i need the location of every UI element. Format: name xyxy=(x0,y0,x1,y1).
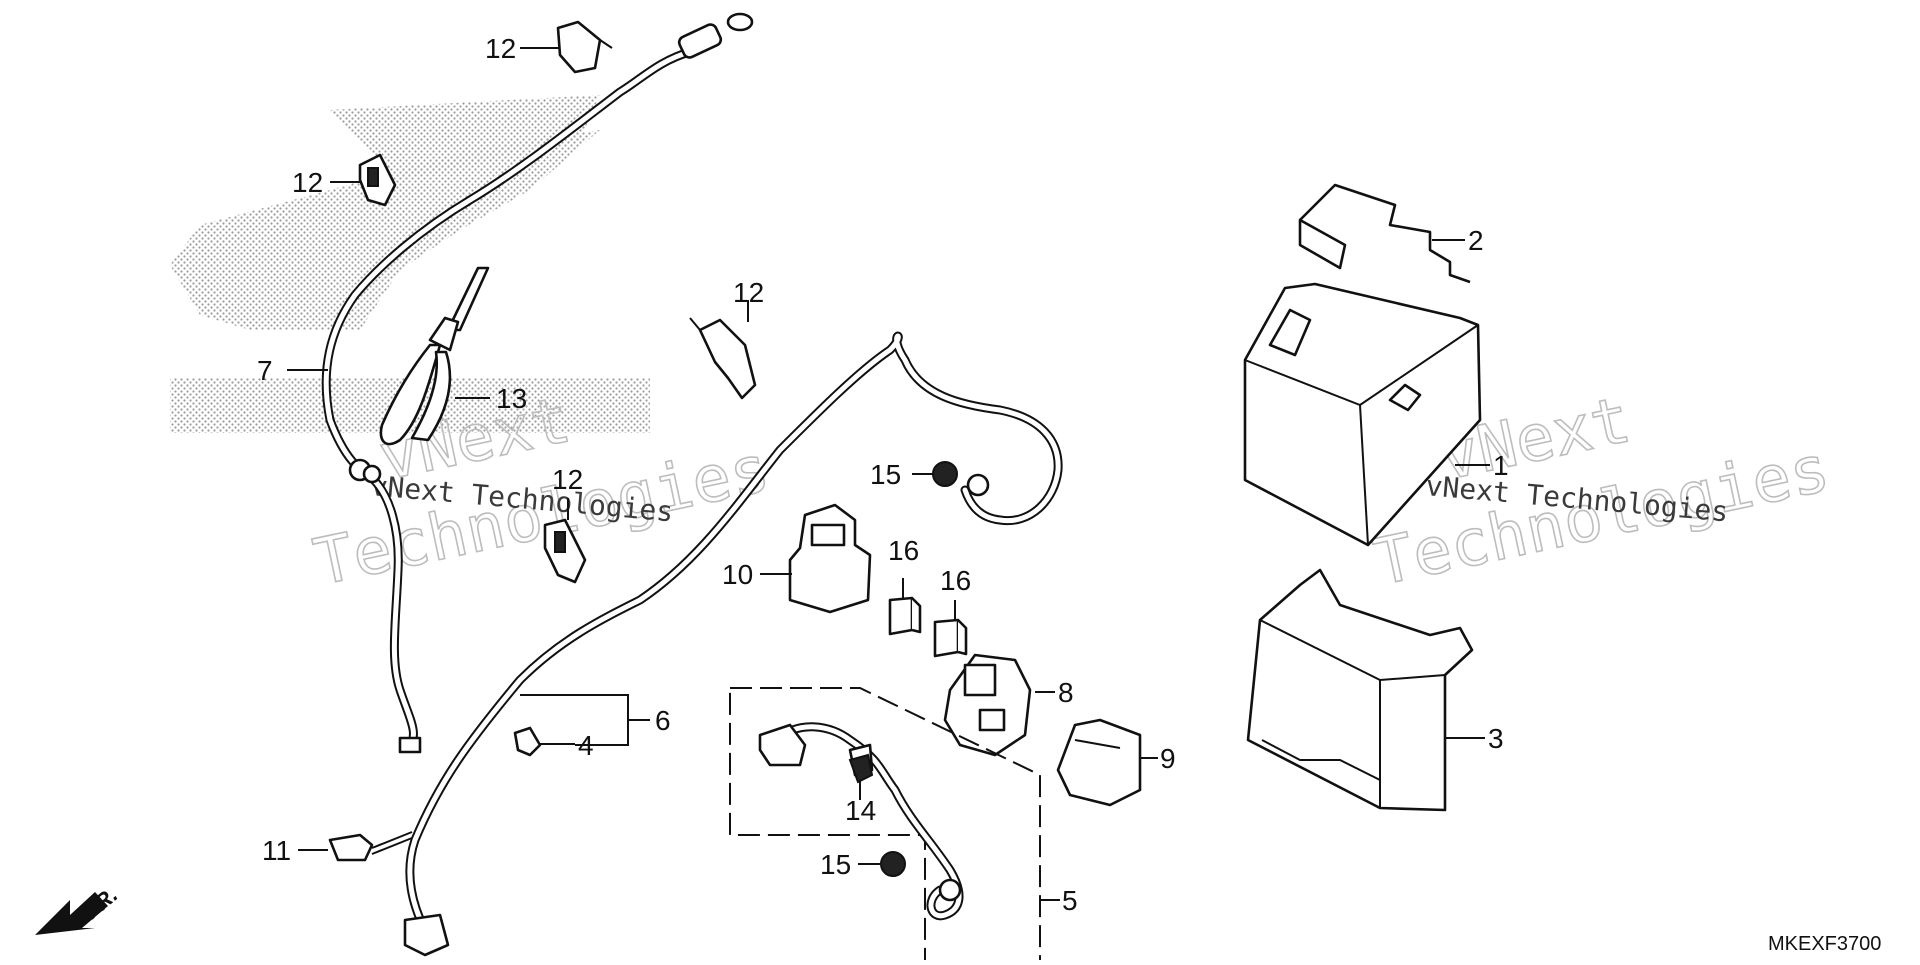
part-15-bolt-bottom xyxy=(880,851,906,877)
part-12-clamp-top xyxy=(556,20,613,74)
part-16-fuse-a xyxy=(888,596,922,636)
part-8-relay xyxy=(943,653,1032,757)
part-12-clamp-left xyxy=(358,153,397,207)
callout-12-center: 12 xyxy=(733,277,764,308)
callout-15-top: 15 xyxy=(870,459,901,490)
callout-2: 2 xyxy=(1468,225,1484,256)
part-16-fuse-b xyxy=(933,618,968,658)
callout-13: 13 xyxy=(496,383,527,414)
part-11-tie xyxy=(328,831,413,862)
part-9-relay-cover xyxy=(1056,718,1142,807)
callout-14: 14 xyxy=(845,795,876,826)
part-12-clamp-mid xyxy=(543,518,587,584)
callout-12-left: 12 xyxy=(292,167,323,198)
part-6-cable xyxy=(403,331,1063,957)
part-13-band xyxy=(379,266,490,446)
callout-3: 3 xyxy=(1488,723,1504,754)
front-direction-indicator: FR. xyxy=(35,882,122,935)
part-3-battery-case xyxy=(1246,568,1474,812)
callout-12-mid: 12 xyxy=(552,464,583,495)
part-2-battery-band xyxy=(1298,183,1471,284)
callout-6: 6 xyxy=(655,705,671,736)
front-arrow-icon xyxy=(35,892,108,935)
callout-9: 9 xyxy=(1160,743,1176,774)
callout-16-b: 16 xyxy=(940,565,971,596)
callout-7: 7 xyxy=(257,355,273,386)
callout-12-top: 12 xyxy=(485,33,516,64)
callout-11: 11 xyxy=(262,835,291,866)
diagram-code: MKEXF3700 xyxy=(1768,933,1881,955)
callout-16-a: 16 xyxy=(888,535,919,566)
part-7-battery-cable xyxy=(321,12,754,754)
callout-4: 4 xyxy=(578,730,594,761)
callout-10: 10 xyxy=(722,559,753,590)
part-1-battery xyxy=(1243,282,1482,547)
part-12-clamp-center xyxy=(689,317,757,400)
callout-1: 1 xyxy=(1493,450,1509,481)
part-10-connector xyxy=(788,503,872,614)
part-5-harness xyxy=(729,687,1041,965)
leader-lines xyxy=(287,47,1490,901)
part-4-clip xyxy=(513,726,542,757)
callout-8: 8 xyxy=(1058,677,1074,708)
callout-15-bottom: 15 xyxy=(820,849,851,880)
part-15-bolt-top xyxy=(932,461,958,487)
callout-5: 5 xyxy=(1062,885,1078,916)
part-14-clip xyxy=(848,753,874,784)
